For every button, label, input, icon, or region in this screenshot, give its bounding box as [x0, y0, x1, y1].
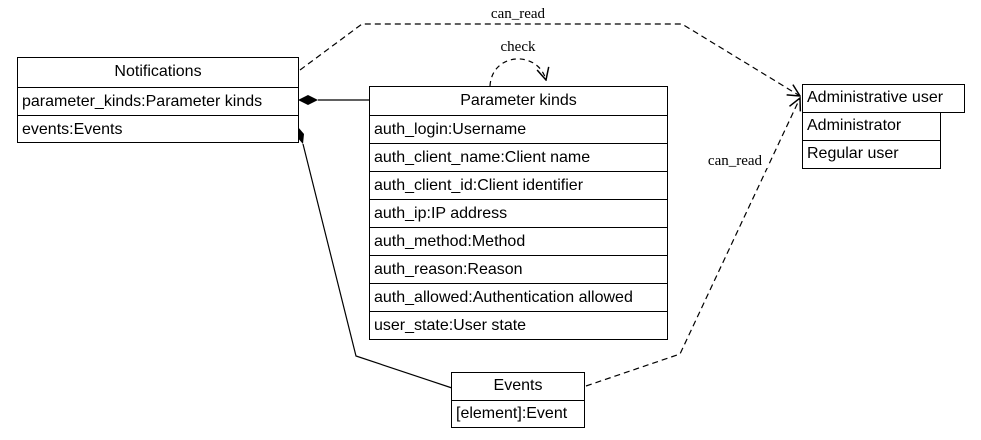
parameter-kinds-field: auth_ip:IP address [370, 199, 667, 227]
notifications-field-parameter-kinds: parameter_kinds:Parameter kinds [18, 87, 298, 115]
notif-can-read-label: can_read [491, 6, 546, 22]
check-self-edge [489, 58, 546, 87]
parameter-kinds-field: auth_method:Method [370, 227, 667, 255]
events-class-title: Events [493, 377, 543, 394]
notifications-field-events: events:Events [18, 115, 298, 143]
events-can-read-edge [585, 98, 800, 387]
administrative-user-class[interactable]: Administrative user [802, 84, 965, 113]
parameter-kinds-field: auth_allowed:Authentication allowed [370, 283, 667, 311]
parameter-kinds-field: auth_login:Username [370, 115, 667, 143]
administrative-user-subtypes[interactable]: Administrator Regular user [802, 112, 941, 169]
parameter-kinds-field: user_state:User state [370, 311, 667, 339]
administrative-user-title: Administrative user [807, 89, 944, 106]
parameter-kinds-class[interactable]: Parameter kinds auth_login:Username auth… [369, 86, 668, 340]
notifications-class-title: Notifications [114, 63, 202, 80]
administrative-user-subtype-regular: Regular user [803, 140, 940, 168]
events-class[interactable]: Events [element]:Event [451, 372, 585, 428]
events-composition-line [302, 143, 453, 389]
check-label: check [501, 39, 536, 55]
param-kinds-composition-diamond [298, 95, 318, 105]
parameter-kinds-field: auth_client_name:Client name [370, 143, 667, 171]
parameter-kinds-class-title: Parameter kinds [460, 92, 577, 109]
parameter-kinds-field: auth_reason:Reason [370, 255, 667, 283]
notifications-class[interactable]: Notifications parameter_kinds:Parameter … [17, 57, 299, 143]
parameter-kinds-field: auth_client_id:Client identifier [370, 171, 667, 199]
events-field-element: [element]:Event [452, 400, 584, 427]
administrative-user-subtype-administrator: Administrator [807, 117, 902, 134]
events-can-read-label: can_read [708, 153, 763, 169]
